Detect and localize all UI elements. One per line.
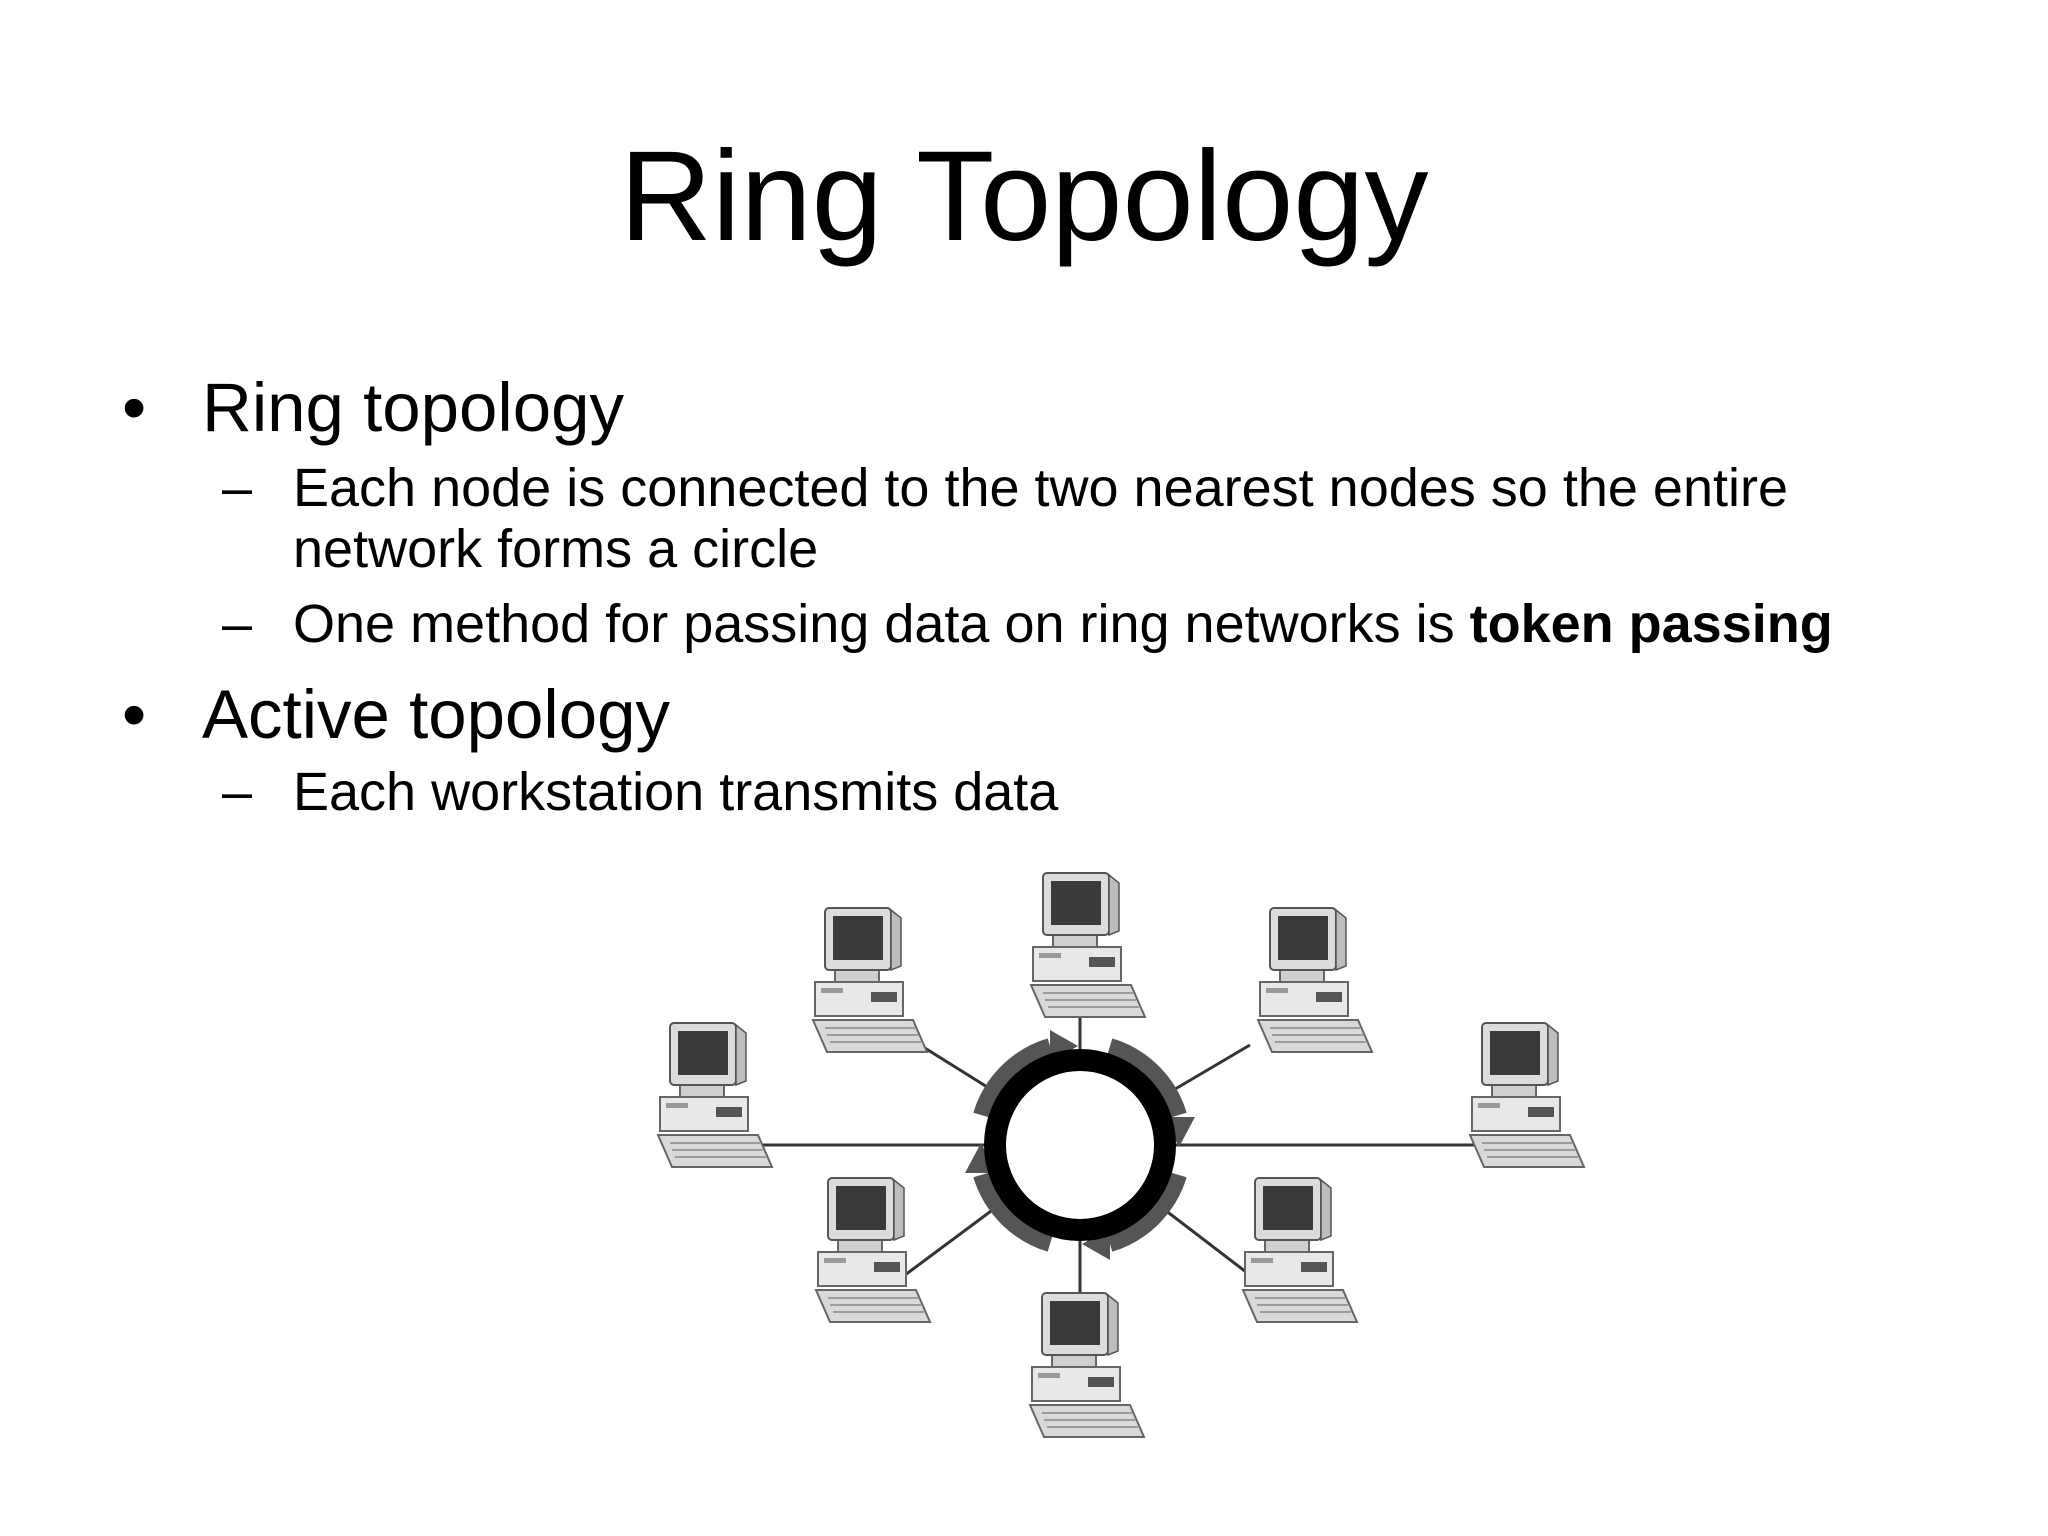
workstation-top-left: [812, 907, 928, 1053]
workstation-left: [657, 1022, 773, 1168]
workstation-right: [1469, 1022, 1585, 1168]
plain-text: One method for passing data on ring netw…: [293, 594, 1470, 654]
workstation-top-right: [1257, 907, 1373, 1053]
workstation-bottom-left: [815, 1177, 931, 1323]
sub-bullet-text-line2: network forms a circle: [293, 519, 819, 579]
sub-bullet-text: Each workstation transmits data: [293, 762, 1059, 822]
token-direction-arrows: [973, 1038, 1187, 1252]
dash-marker: –: [222, 458, 253, 518]
sub-bullet-text: One method for passing data on ring netw…: [293, 594, 1833, 655]
bullet-text: Active topology: [202, 676, 670, 753]
workstation-bottom-right: [1242, 1177, 1358, 1323]
bullet-marker: •: [122, 369, 147, 446]
bullet-marker: •: [122, 676, 147, 753]
bold-term: token passing: [1469, 594, 1833, 654]
workstation-bottom: [1029, 1292, 1145, 1438]
slide-title: Ring Topology: [619, 125, 1429, 268]
workstation-top: [1030, 872, 1146, 1018]
bullet-text: Ring topology: [202, 369, 624, 446]
dash-marker: –: [222, 762, 253, 822]
ring-topology-diagram: [620, 855, 1620, 1440]
ring: [984, 1049, 1176, 1241]
ring-diagram-svg: [657, 872, 1585, 1438]
dash-marker: –: [222, 594, 253, 654]
sub-bullet-text-line1: Each node is connected to the two neares…: [293, 458, 1788, 518]
